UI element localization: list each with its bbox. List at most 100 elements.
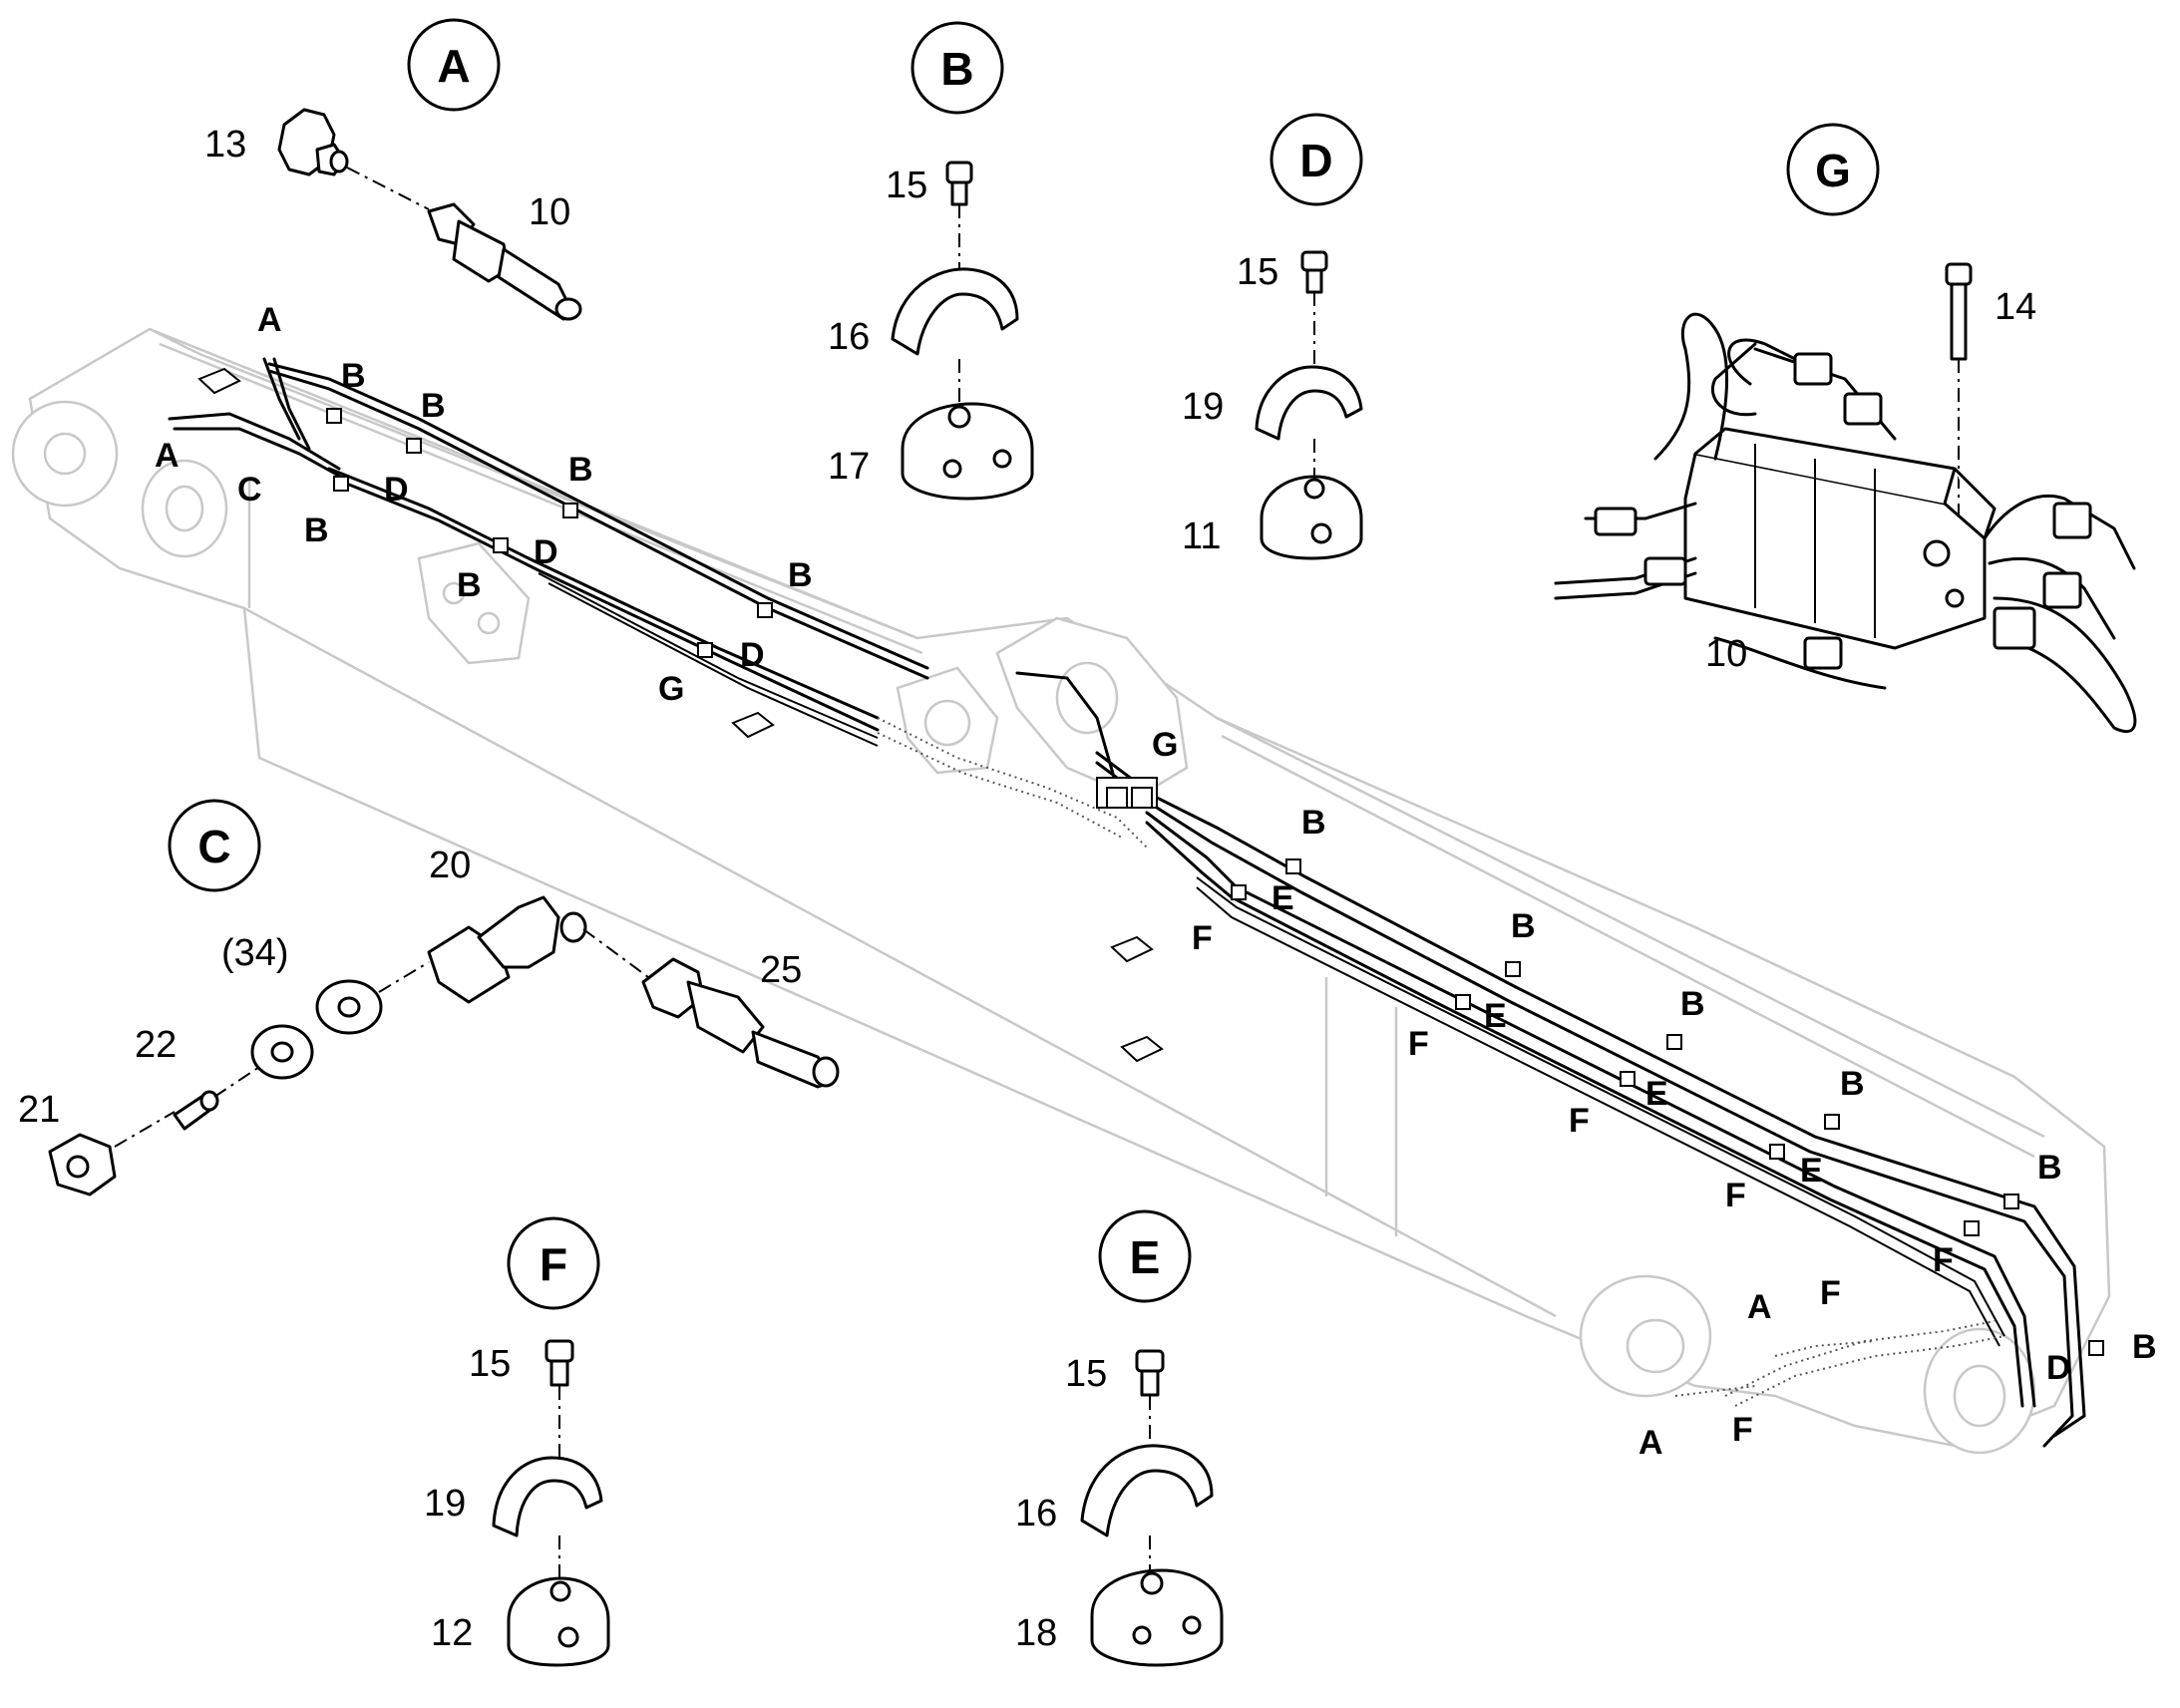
clip-letter: F [1408,1025,1429,1063]
part-19-label-f: 19 [424,1483,466,1525]
clamp-block-11 [1260,475,1363,560]
detail-d-circle [1270,113,1363,206]
clip-letter: B [1301,804,1326,842]
part-12-label: 12 [431,1612,473,1654]
part-11-label: 11 [1182,515,1221,557]
detail-g-circle [1786,123,1880,216]
clip-letter: B [1680,985,1705,1023]
clip-letter: F [1569,1102,1590,1140]
clip-letter: E [1484,997,1507,1035]
screw-15-f [545,1339,574,1387]
part-25-label: 25 [760,949,802,991]
clip-letter: F [1933,1241,1954,1279]
detail-d-label: D [1299,135,1332,186]
detail-e-circle [1098,1209,1192,1303]
detail-c-label: C [197,821,230,872]
clamp-bracket-19-f [492,1456,603,1537]
part-19-label-d: 19 [1182,386,1224,428]
detail-a-label: A [437,40,470,92]
detail-d: D 15 19 11 [1182,113,1363,560]
clip-letter: B [788,556,813,594]
detail-b-circle [910,21,1004,115]
clamp-bracket-16-b [891,267,1019,356]
part-15-label-e: 15 [1065,1353,1107,1395]
clip-letter: E [1272,879,1294,917]
clamp-block-17 [901,402,1034,501]
nut-21 [48,1133,117,1196]
clip-letter: D [534,533,558,571]
elbow-fitting-13 [277,108,349,176]
boom-clamps [326,408,2104,1356]
clip-letter: A [1747,1288,1772,1326]
clamp-bracket-19-d [1255,365,1363,441]
part-16-label-e: 16 [1015,1493,1057,1535]
part-34-label: (34) [221,932,289,974]
clamp-block-18 [1090,1568,1224,1667]
hose-routing [168,357,2104,1448]
detail-g-label: G [1815,145,1851,196]
screw-15-b [945,161,973,206]
detail-b: B 15 16 17 [828,21,1034,501]
part-16-label-b: 16 [828,316,870,358]
detail-c: C [18,799,840,1196]
part-15-label-b: 15 [886,165,927,206]
clip-letter: D [384,471,409,509]
clamp-block-12 [507,1576,610,1667]
clamp-bracket-16-e [1080,1444,1214,1537]
detail-e-label: E [1130,1231,1161,1283]
detail-b-label: B [940,43,973,95]
clip-letter: D [740,636,765,674]
part-15-label-f: 15 [469,1343,511,1385]
screw-15-d [1300,250,1328,294]
detail-c-circle [168,799,261,892]
clip-letter: B [341,357,366,395]
clip-letter: E [1645,1075,1668,1113]
clip-letter: F [1732,1411,1753,1449]
boom-arm [11,327,2111,1455]
clip-letter: F [1725,1177,1746,1214]
clip-letter: A [155,437,180,475]
clip-letter: G [1152,726,1178,764]
clip-letter: B [2132,1328,2157,1366]
part-20-label: 20 [429,845,471,886]
detail-e: E 15 16 18 [1015,1209,1224,1667]
bolt-14 [1945,262,1973,361]
detail-g: G [1554,123,2137,734]
part-14-label: 14 [1995,286,2036,328]
part-15-label-d: 15 [1237,251,1278,293]
clip-letter: A [257,301,282,339]
part-18-label: 18 [1015,1612,1057,1654]
clip-letter: B [568,451,593,489]
detail-f-circle [507,1216,600,1310]
screw-15-e [1135,1349,1165,1397]
pin-22 [173,1090,219,1131]
hose-end-25 [641,957,840,1089]
clip-letter: B [304,512,329,549]
washers-34 [250,979,383,1080]
clip-letter: B [421,387,446,425]
elbow-fitting-20 [427,895,587,1004]
part-22-label: 22 [135,1024,177,1066]
hose-end-10-a [427,202,582,321]
part-10-label-g: 10 [1705,633,1747,675]
clip-letter: A [1638,1424,1663,1462]
clip-location-letters: A B B A C D B B D B B D G G B E F B E F … [155,301,2157,1462]
detail-a: A 13 10 [204,18,582,321]
part-13-label: 13 [204,124,246,166]
clip-letter: G [658,670,684,708]
detail-f: F 15 19 12 [424,1216,610,1667]
valve-manifold-10 [1554,312,2137,734]
clip-letter: B [1511,907,1536,945]
clip-letter: C [237,471,262,509]
clip-letter: B [1840,1065,1865,1103]
part-10-label-a: 10 [529,191,570,233]
clip-letter: F [1820,1274,1841,1312]
detail-a-circle [407,18,501,112]
clip-letter: B [2037,1149,2062,1187]
part-17-label: 17 [828,446,870,488]
clip-letter: F [1192,919,1213,957]
clip-letter: D [2046,1349,2071,1387]
clip-letter: B [457,566,482,604]
